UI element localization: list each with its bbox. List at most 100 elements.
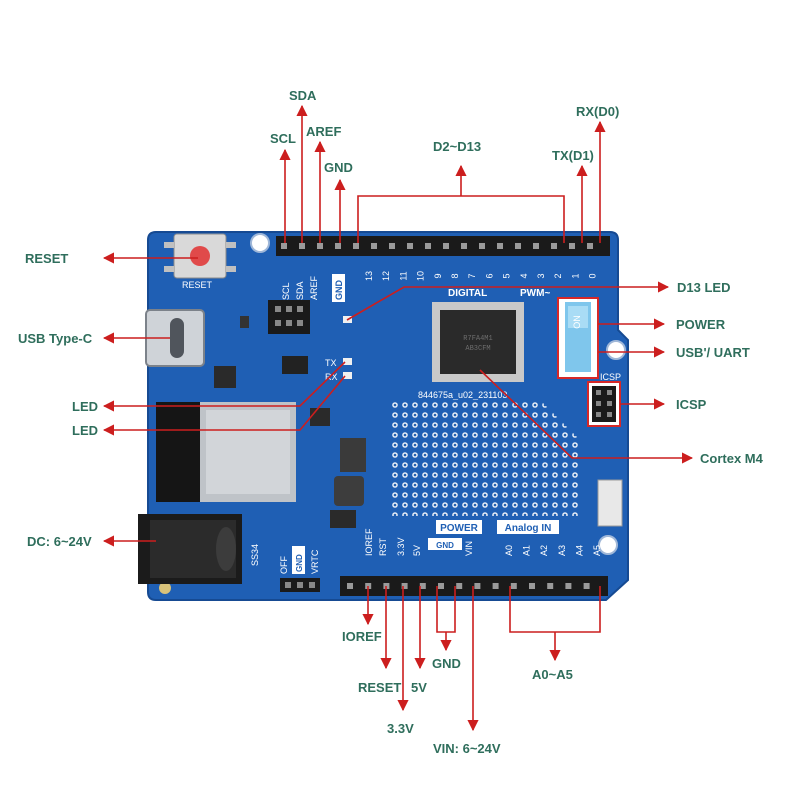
- bottom-header: [340, 576, 608, 596]
- callout-arrows: [102, 104, 694, 732]
- header-pin: [299, 243, 305, 249]
- silk-ioref: IOREF: [364, 528, 374, 556]
- silk-sda: SDA: [295, 281, 305, 300]
- analog-pin-label: A1: [522, 545, 532, 556]
- header-pin: [510, 583, 517, 589]
- analog-pin-label: A0: [504, 545, 514, 556]
- silk-gnd-power: GND: [436, 541, 454, 550]
- header-pin: [456, 583, 463, 589]
- top-pin-label: 6: [484, 273, 494, 278]
- header-pin: [461, 243, 467, 249]
- silk-pwm: PWM~: [520, 288, 550, 299]
- callout-tx: TX(D1): [552, 148, 594, 163]
- silk-scl: SCL: [281, 282, 291, 300]
- top-pin-label: 11: [398, 271, 408, 280]
- top-pin-label: 2: [553, 273, 563, 278]
- callout-d2-d13: D2~D13: [433, 139, 482, 154]
- mounting-hole: [159, 582, 171, 594]
- silk-rst: RST: [378, 537, 388, 556]
- callout-gnd-top: GND: [324, 160, 353, 175]
- callout-reset-bottom: RESET: [358, 680, 402, 695]
- header-pin: [547, 583, 554, 589]
- callout-sda: SDA: [289, 88, 317, 103]
- silk-aref: AREF: [309, 275, 319, 300]
- mounting-hole: [250, 233, 270, 253]
- header-pin: [533, 243, 539, 249]
- inductor: [334, 476, 364, 506]
- header-pin: [443, 243, 449, 249]
- wifi-module: [156, 402, 296, 502]
- callout-aref: AREF: [306, 124, 342, 139]
- silk-gnd: GND: [334, 280, 344, 301]
- header-pin: [565, 583, 572, 589]
- silk-3v3: 3.3V: [396, 537, 406, 556]
- callout-rx: RX(D0): [576, 104, 620, 119]
- smd-ic: [282, 356, 308, 374]
- header-pin: [492, 583, 499, 589]
- header-pin: [371, 243, 377, 249]
- silk-on: ON: [572, 315, 582, 329]
- header-pin: [335, 243, 341, 249]
- silk-vrtc: VRTC: [310, 549, 320, 574]
- silk-rx: RX: [325, 372, 338, 382]
- gnd-sw-box: [292, 546, 305, 574]
- analog-label-box: [497, 520, 559, 534]
- gnd-label-box: [332, 274, 345, 302]
- analog-pin-label: A3: [557, 545, 567, 556]
- callout-vin: VIN: 6~24V: [433, 741, 501, 756]
- analog-pin-label: A5: [592, 545, 602, 556]
- callout-gnd-bottom: GND: [432, 656, 461, 671]
- callout-d13-led: D13 LED: [677, 280, 731, 295]
- callout-icsp: ICSP: [676, 397, 707, 412]
- silk-vin: VIN: [464, 541, 474, 556]
- callout-usb-type-c: USB Type-C: [18, 331, 93, 346]
- callout-led-2: LED: [72, 423, 98, 438]
- header-pin: [515, 243, 521, 249]
- header-pin: [347, 583, 353, 589]
- header-pin: [317, 243, 323, 249]
- jst-connector: [597, 479, 623, 527]
- mounting-hole: [606, 340, 626, 360]
- header-pin: [587, 243, 593, 249]
- led-tx: [343, 358, 352, 365]
- callout-3v3: 3.3V: [387, 721, 414, 736]
- callout-cortex-m4: Cortex M4: [700, 451, 763, 466]
- smd-part: [240, 316, 249, 328]
- silk-ss34: SS34: [250, 544, 260, 566]
- small-header: [268, 300, 310, 334]
- top-pin-label: 12: [381, 271, 391, 281]
- analog-pin-label: A4: [574, 545, 584, 556]
- top-pin-label: 1: [570, 273, 580, 278]
- silk-5v: 5V: [412, 545, 422, 556]
- callout-dc: DC: 6~24V: [27, 534, 92, 549]
- header-pin: [438, 583, 444, 589]
- top-pin-label: 3: [536, 273, 546, 278]
- svg-text:R7FA4M1: R7FA4M1: [463, 335, 492, 343]
- icsp-header: [587, 381, 621, 427]
- silk-reset: RESET: [182, 280, 213, 290]
- header-pin: [479, 243, 485, 249]
- header-pin: [407, 243, 413, 249]
- header-pin: [425, 243, 431, 249]
- power-label-box: [436, 520, 482, 534]
- regulator: [330, 510, 356, 528]
- callout-reset: RESET: [25, 251, 69, 266]
- top-pin-label: 0: [588, 273, 598, 278]
- dc-jack: [138, 514, 242, 584]
- gnd-power-box: [428, 538, 462, 550]
- mounting-hole: [598, 535, 618, 555]
- top-pin-label: 8: [450, 273, 460, 278]
- reset-button-component: [164, 233, 236, 279]
- smd-part: [310, 408, 330, 426]
- led-rx: [343, 372, 352, 379]
- header-pin: [551, 243, 557, 249]
- power-switch: [557, 297, 599, 379]
- svg-text:AB3CFM: AB3CFM: [465, 345, 490, 353]
- callout-scl: SCL: [270, 131, 296, 146]
- callout-5v: 5V: [411, 680, 427, 695]
- analog-pin-label: A2: [539, 545, 549, 556]
- silk-digital: DIGITAL: [448, 288, 487, 299]
- header-pin: [569, 243, 575, 249]
- header-pin: [497, 243, 503, 249]
